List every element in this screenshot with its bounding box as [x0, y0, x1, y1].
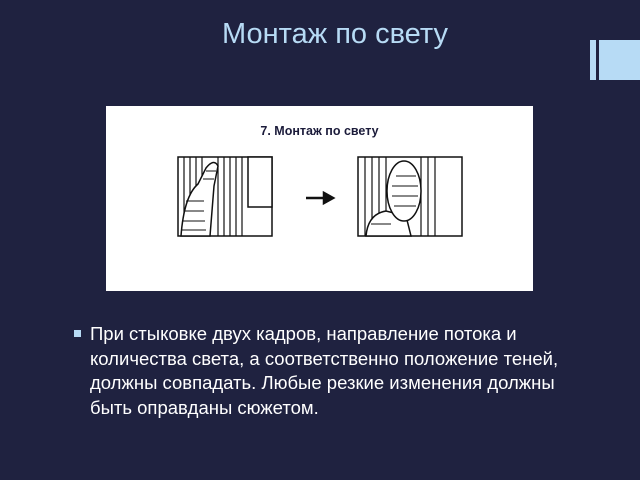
arrow-icon [306, 190, 336, 206]
illustration-caption: 7. Монтаж по свету [260, 124, 379, 138]
bullet-icon [74, 330, 81, 337]
frame-before [177, 156, 273, 237]
storyboard-frames [177, 156, 463, 237]
slide-title: Монтаж по свету [222, 18, 448, 50]
frame-after [357, 156, 463, 237]
accent-bar-wide [599, 40, 640, 80]
bullet-list: При стыковке двух кадров, направление по… [74, 322, 584, 420]
bullet-text: При стыковке двух кадров, направление по… [90, 323, 559, 418]
accent-bar-thin [590, 40, 596, 80]
illustration: 7. Монтаж по свету [106, 106, 533, 291]
